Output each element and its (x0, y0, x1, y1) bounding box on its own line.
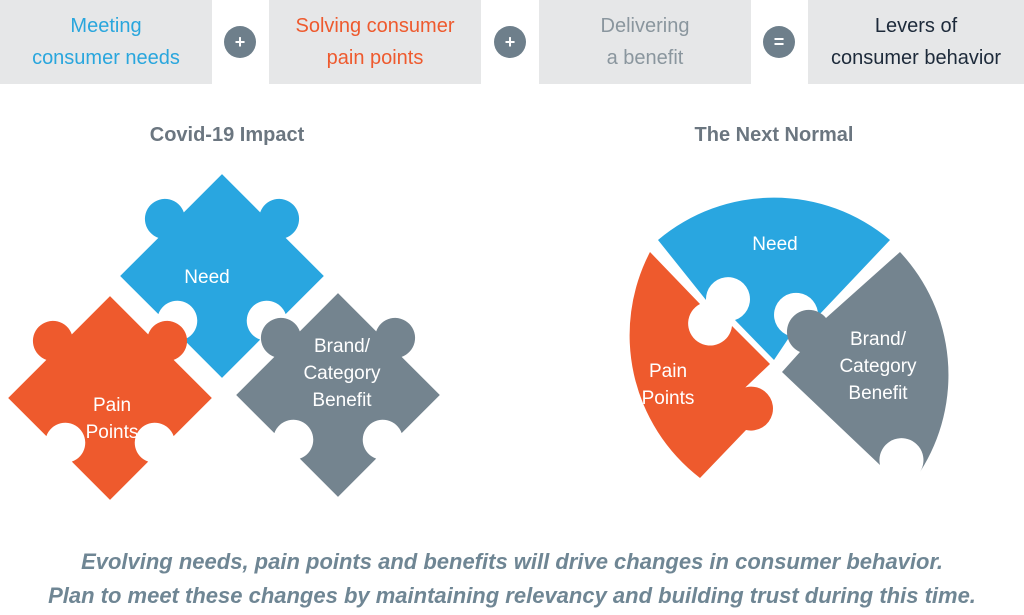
equation-box-pain-points: Solving consumer pain points (269, 0, 481, 84)
left-pain-piece (8, 296, 212, 500)
left-benefit-label: Brand/ Category Benefit (303, 336, 381, 411)
caption-line-2: Plan to meet these changes by maintainin… (48, 583, 976, 608)
right-benefit-piece (782, 252, 949, 472)
covid-impact-heading: Covid-19 Impact (149, 124, 305, 146)
plus-operator: + (494, 26, 526, 58)
equals-operator: = (763, 26, 795, 58)
plus-operator: + (224, 26, 256, 58)
equation-box-benefit: Delivering a benefit (539, 0, 751, 84)
left-need-piece (120, 174, 324, 378)
right-benefit-label: Brand/ Category Benefit (839, 329, 917, 404)
caption-line-1: Evolving needs, pain points and benefits… (81, 549, 943, 574)
equation-box-needs: Meeting consumer needs (0, 0, 212, 84)
right-pain-piece (629, 252, 773, 478)
right-pain-label: Pain Points (641, 361, 695, 409)
equation-box-levers: Levers of consumer behavior (808, 0, 1024, 84)
left-need-label: Need (184, 267, 230, 288)
right-need-piece (658, 197, 890, 360)
left-benefit-piece (236, 293, 440, 497)
right-need-label: Need (752, 234, 798, 255)
next-normal-heading: The Next Normal (694, 124, 854, 146)
left-pain-label: Pain Points (85, 395, 139, 443)
